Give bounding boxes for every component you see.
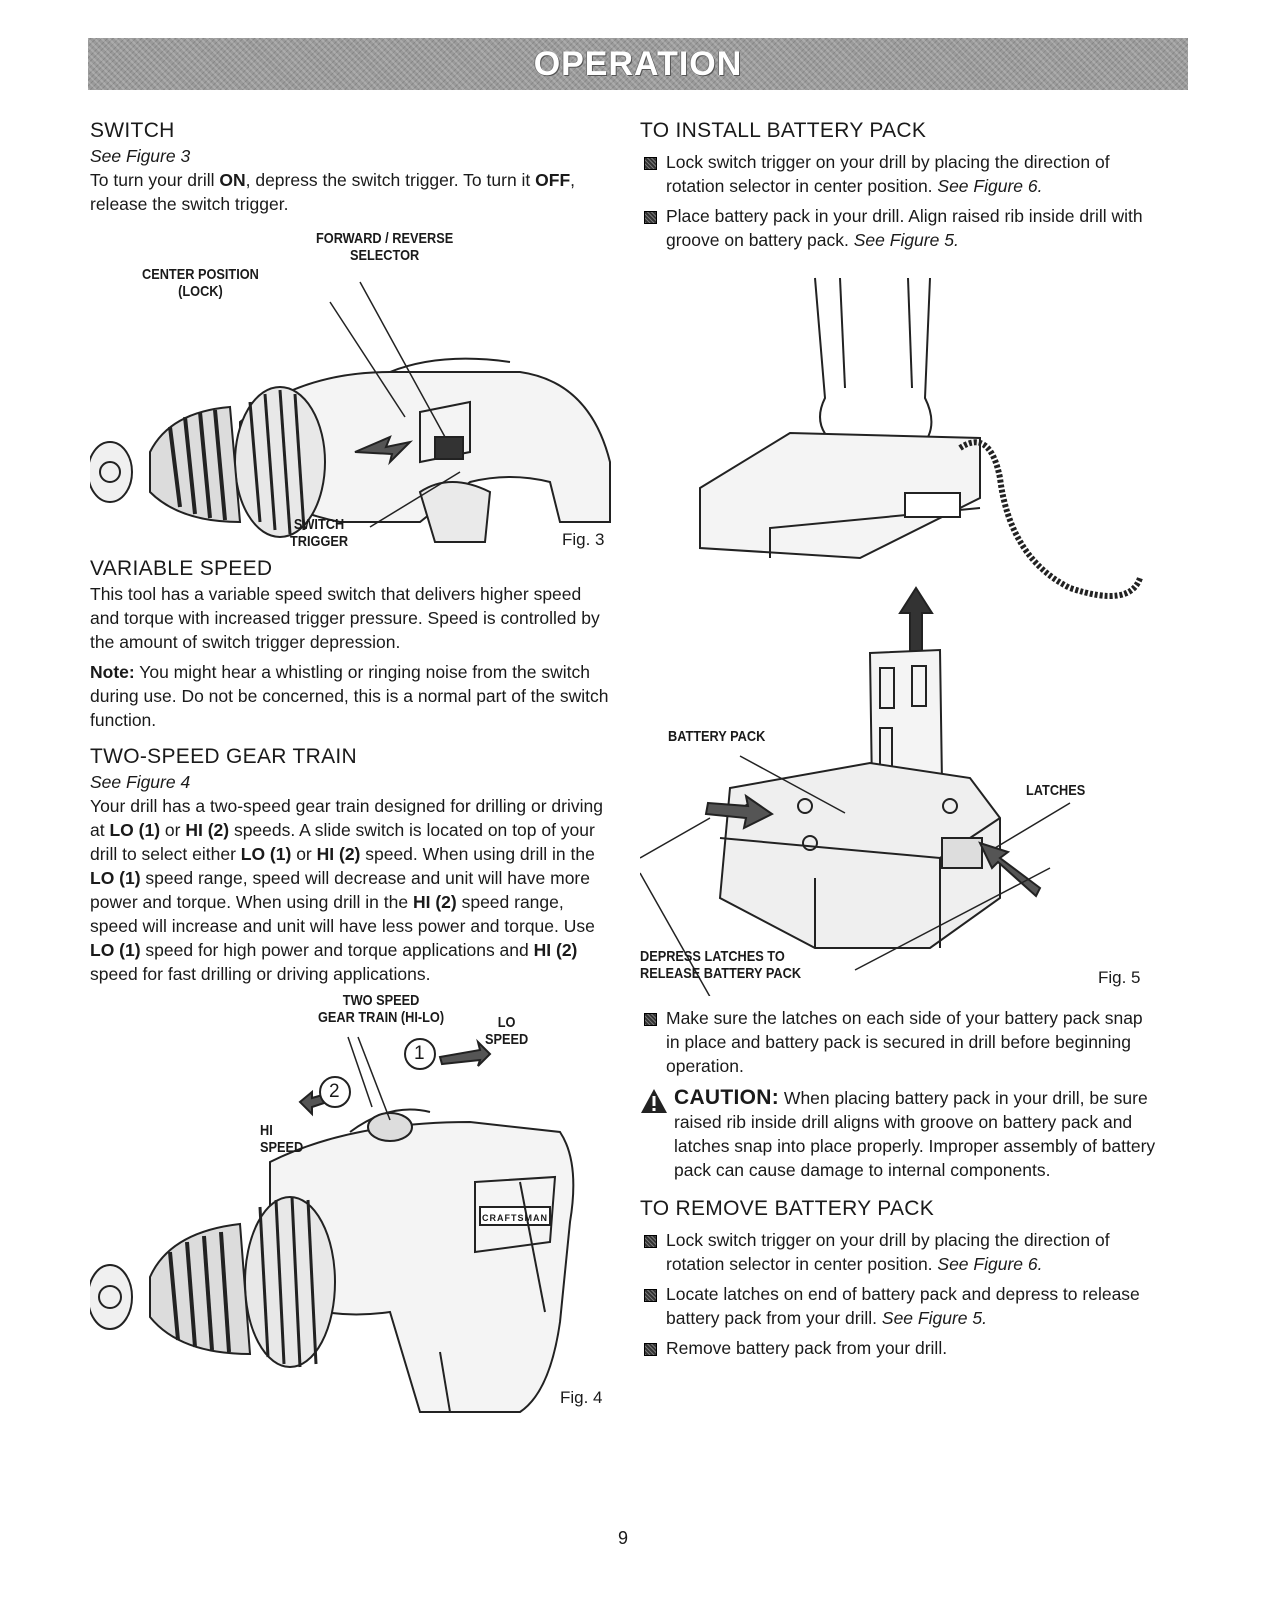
label-line: SELECTOR [350,247,420,264]
hi-term: HI (2) [185,820,230,840]
remove-steps: Lock switch trigger on your drill by pla… [640,1228,1160,1360]
lo-term: LO (1) [109,820,161,840]
gear-train-label: TWO SPEED GEAR TRAIN (HI-LO) [318,992,444,1026]
latches-label: LATCHES [1026,782,1086,799]
label-line: LO [497,1014,516,1031]
section-banner: OPERATION [88,38,1188,90]
text-run: , depress the switch trigger. To turn it [245,170,536,190]
label-line: DEPRESS LATCHES TO [640,948,785,965]
switch-paragraph: To turn your drill ON, depress the switc… [90,168,610,216]
remove-heading: TO REMOVE BATTERY PACK [640,1197,935,1220]
brand-label: CRAFTSMAN [482,1213,548,1223]
install-steps: Lock switch trigger on your drill by pla… [640,150,1160,252]
center-position-label: CENTER POSITION (LOCK) [142,266,259,300]
text-run: or [160,820,186,840]
switch-see-figure: See Figure 3 [90,146,191,166]
switch-trigger-label: SWITCH TRIGGER [290,516,348,550]
lo-term: LO (1) [90,868,141,888]
drill-switch-illustration [90,281,611,543]
label-line: FORWARD / REVERSE [316,230,454,247]
text-run: , release the switch trigger. [90,170,576,214]
lo-speed-label: LO SPEED [485,1014,528,1048]
label-line: (LOCK) [178,283,223,300]
text-run: speed. When using drill in the [360,844,595,864]
see-figure: See Figure 6. [937,1254,1043,1274]
text-run: or [291,844,317,864]
label-line: TWO SPEED [342,992,420,1009]
install-heading: TO INSTALL BATTERY PACK [640,119,927,142]
see-figure: See Figure 5. [881,1308,987,1328]
label-line: HI [260,1122,273,1139]
hi-term: HI (2) [412,892,457,912]
off-term: OFF [535,170,571,190]
label-line: CENTER POSITION [142,266,259,283]
caution-label: CAUTION: [674,1086,780,1109]
caution-box: CAUTION: When placing battery pack in yo… [640,1086,1160,1182]
depress-latches-label: DEPRESS LATCHES TO RELEASE BATTERY PACK [640,948,801,982]
gear-see-figure: See Figure 4 [90,772,191,792]
list-item: Remove battery pack from your drill. [640,1336,1160,1360]
text-run: speed for fast drilling or driving appli… [90,964,431,984]
on-term: ON [219,170,246,190]
text-run: To turn your drill [90,170,220,190]
list-item: Place battery pack in your drill. Align … [640,204,1160,252]
drill-gear-illustration [90,1036,575,1413]
switch-heading: SWITCH [90,119,175,142]
figure-3: FORWARD / REVERSE SELECTOR CENTER POSITI… [90,222,630,552]
figure-number: Fig. 3 [562,530,605,549]
gear-train-paragraph: Your drill has a two-speed gear train de… [90,794,610,986]
list-item: Make sure the latches on each side of yo… [640,1006,1160,1078]
text-run: Place battery pack in your drill. Align … [666,206,1143,250]
lo-term: LO (1) [90,940,141,960]
text-run: Locate latches on end of battery pack an… [666,1284,1140,1328]
list-item: Lock switch trigger on your drill by pla… [640,150,1160,198]
text-run: You might hear a whistling or ringing no… [90,662,609,730]
gear-train-heading: TWO-SPEED GEAR TRAIN [90,745,357,768]
text-run: speed range, speed will increase and uni… [90,892,595,936]
battery-pack-illustration [640,277,1143,996]
lo-term: LO (1) [240,844,292,864]
caution-text: When placing battery pack in your drill,… [674,1088,1156,1180]
text-run: speed for high power and torque applicat… [140,940,534,960]
left-column: SWITCH See Figure 3 To turn your drill O… [90,118,611,1422]
label-line: SPEED [260,1139,304,1156]
hi-term: HI (2) [533,940,578,960]
label-line: RELEASE BATTERY PACK [640,965,802,982]
hi-speed-label: HI SPEED [260,1122,303,1156]
variable-speed-paragraph: This tool has a variable speed switch th… [90,584,600,652]
install-steps-continued: Make sure the latches on each side of yo… [640,1006,1160,1078]
figure-4: TWO SPEED GEAR TRAIN (HI-LO) LO SPEED HI… [90,992,630,1422]
warning-icon [640,1088,668,1120]
text-run: speed range, speed will decrease and uni… [90,868,590,912]
page-title: OPERATION [533,44,743,83]
figure-5: BATTERY PACK LATCHES DEPRESS LATCHES TO … [640,258,1165,996]
label-line: GEAR TRAIN (HI-LO) [318,1009,445,1026]
hi-term: HI (2) [316,844,361,864]
speed-1-marker: 1 [414,1043,425,1064]
note-label: Note: [90,662,135,682]
page-number: 9 [618,1528,629,1548]
label-line: TRIGGER [290,533,349,550]
selector-label: FORWARD / REVERSE SELECTOR [316,230,453,264]
variable-speed-note: Note: You might hear a whistling or ring… [90,660,610,732]
list-item: Locate latches on end of battery pack an… [640,1282,1160,1330]
text-run: speeds. A slide switch is located on top… [90,820,595,864]
see-figure: See Figure 6. [937,176,1043,196]
figure-number: Fig. 5 [1098,968,1141,987]
right-column: TO INSTALL BATTERY PACK Lock switch trig… [640,118,1160,1366]
list-item: Lock switch trigger on your drill by pla… [640,1228,1160,1276]
see-figure: See Figure 5. [853,230,959,250]
text-run: Your drill has a two-speed gear train de… [90,796,603,840]
variable-speed-heading: VARIABLE SPEED [90,557,273,580]
label-line: SPEED [485,1031,529,1048]
speed-2-marker: 2 [329,1081,340,1102]
battery-pack-label: BATTERY PACK [668,728,766,745]
label-line: SWITCH [293,516,345,533]
text-run: Lock switch trigger on your drill by pla… [666,1230,1110,1274]
figure-number: Fig. 4 [560,1388,603,1407]
text-run: Lock switch trigger on your drill by pla… [666,152,1110,196]
